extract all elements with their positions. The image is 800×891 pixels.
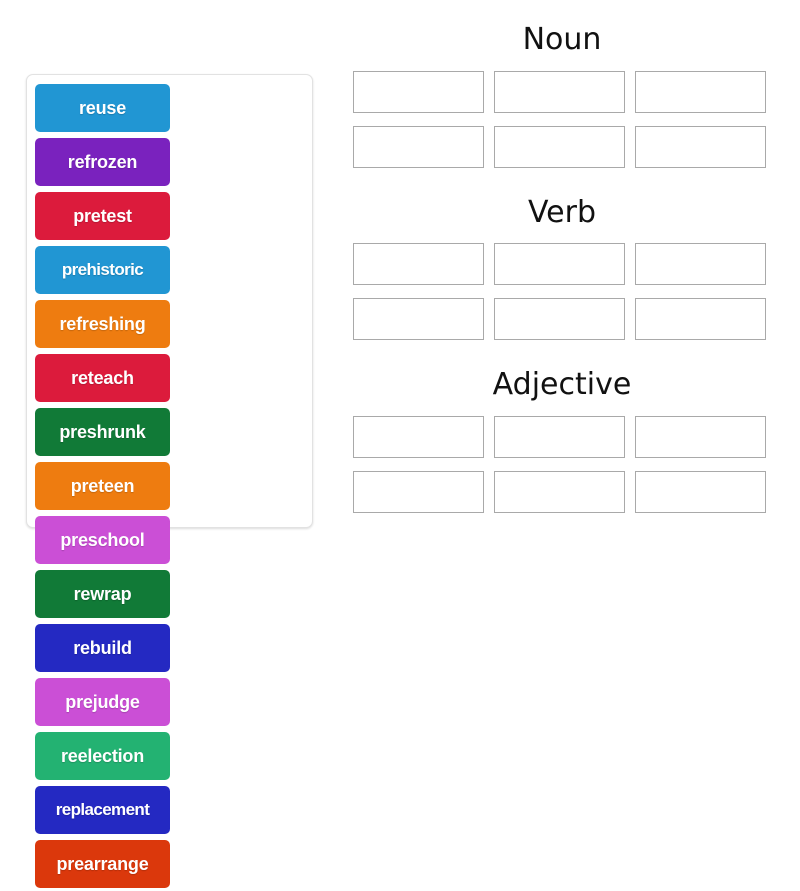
word-tile[interactable]: pretest — [35, 192, 170, 240]
word-bank-panel: reuse refrozen pretest prehistoric refreshin… — [26, 74, 313, 888]
word-tile[interactable]: preshrunk — [35, 408, 170, 456]
categories-panel: Noun Verb Adjective — [348, 22, 776, 536]
drop-slot-verb[interactable] — [353, 243, 484, 286]
word-bank-grid: reuse refrozen pretest prehistoric refreshin… — [33, 81, 306, 891]
word-tile[interactable]: reelection — [35, 732, 170, 780]
category-title-adjective: Adjective — [492, 367, 632, 403]
slot-grid-adjective — [348, 415, 776, 526]
category-noun: Noun — [348, 22, 776, 181]
drop-slot-noun[interactable] — [494, 125, 625, 168]
drop-slot-noun[interactable] — [494, 70, 625, 113]
drop-slot-verb[interactable] — [494, 298, 625, 341]
word-tile[interactable]: replacement — [35, 786, 170, 834]
drop-slot-adjective[interactable] — [353, 415, 484, 458]
drop-slot-verb[interactable] — [635, 298, 766, 341]
word-tile[interactable]: prejudge — [35, 678, 170, 726]
drop-slot-verb[interactable] — [353, 298, 484, 341]
word-tile[interactable]: refrozen — [35, 138, 170, 186]
word-tile[interactable]: reteach — [35, 354, 170, 402]
drop-slot-adjective[interactable] — [494, 415, 625, 458]
drop-slot-adjective[interactable] — [635, 470, 766, 513]
activity-stage: reuse refrozen pretest prehistoric refreshin… — [26, 22, 776, 888]
drop-slot-noun[interactable] — [635, 70, 766, 113]
drop-slot-adjective[interactable] — [494, 470, 625, 513]
drop-slot-noun[interactable] — [635, 125, 766, 168]
word-tile[interactable]: preteen — [35, 462, 170, 510]
slot-grid-noun — [348, 70, 776, 181]
drop-slot-adjective[interactable] — [635, 415, 766, 458]
word-tile[interactable]: reuse — [35, 84, 170, 132]
drop-slot-verb[interactable] — [635, 243, 766, 286]
word-tile[interactable]: rewrap — [35, 570, 170, 618]
category-title-verb: Verb — [527, 194, 597, 230]
word-tile[interactable]: preschool — [35, 516, 170, 564]
drop-slot-noun[interactable] — [353, 70, 484, 113]
drop-slot-adjective[interactable] — [353, 470, 484, 513]
word-tile[interactable]: prearrange — [35, 840, 170, 888]
drop-slot-noun[interactable] — [353, 125, 484, 168]
category-verb: Verb — [348, 195, 776, 354]
category-title-noun: Noun — [522, 22, 602, 57]
category-adjective: Adjective — [348, 367, 776, 526]
slot-grid-verb — [348, 243, 776, 353]
word-tile[interactable]: rebuild — [35, 624, 170, 672]
drop-slot-verb[interactable] — [494, 243, 625, 286]
word-tile[interactable]: prehistoric — [35, 246, 170, 294]
word-tile[interactable]: refreshing — [35, 300, 170, 348]
